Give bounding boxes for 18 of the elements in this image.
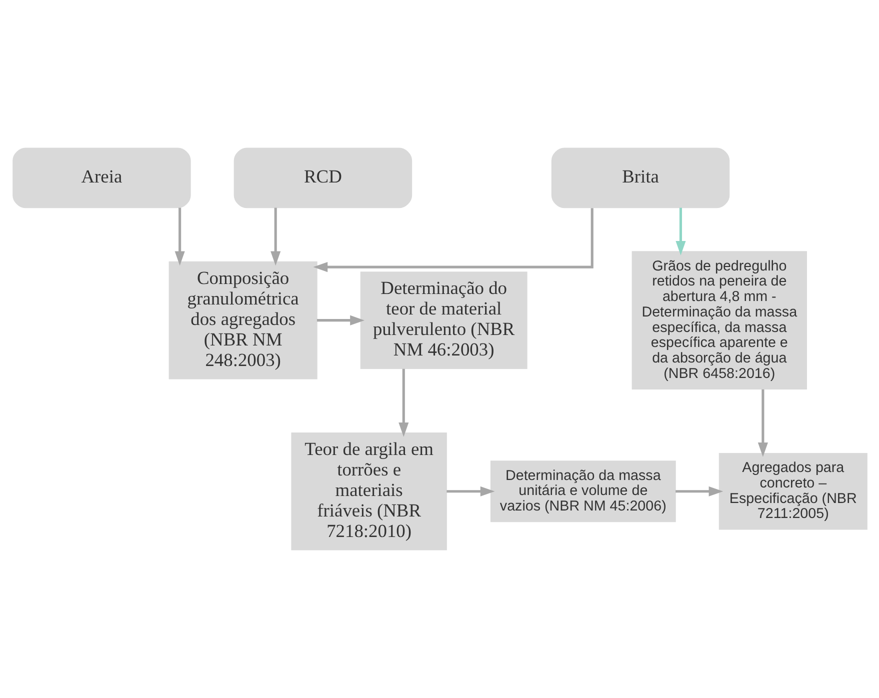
arrow	[398, 368, 408, 437]
node-box: Determinação do teor de material pulverulento (NBR NM 46:2003)	[360, 272, 527, 369]
node-box: Brita	[550, 148, 730, 208]
node-box: Areia	[12, 148, 190, 208]
arrow	[675, 486, 723, 496]
node-box: Teor de argila em torrões e materiais friáveis (NBR 7218:2010)	[290, 432, 446, 550]
arrow	[312, 208, 593, 272]
arrow	[270, 208, 280, 266]
arrow	[174, 208, 184, 266]
arrow	[757, 389, 768, 457]
node-box: RCD	[233, 148, 412, 208]
arrow	[316, 315, 364, 326]
arrow	[446, 486, 494, 496]
node-box: Determinação da massa unitária e volume de vazios (NBR NM 45:2006)	[490, 460, 676, 522]
node-box: Composição granulométrica dos agregados (NBR NM 248:2003)	[168, 261, 317, 380]
arrow	[675, 208, 686, 256]
node-box: Grãos de pedregulho retidos na peneira de abertura 4,8 mm - Determinação da massa específica, da massa específica aparente e da absorção de água (NBR 6458:2016)	[631, 251, 806, 390]
node-box: Agregados para concreto – Especificação (NBR 7211:2005)	[718, 452, 867, 530]
